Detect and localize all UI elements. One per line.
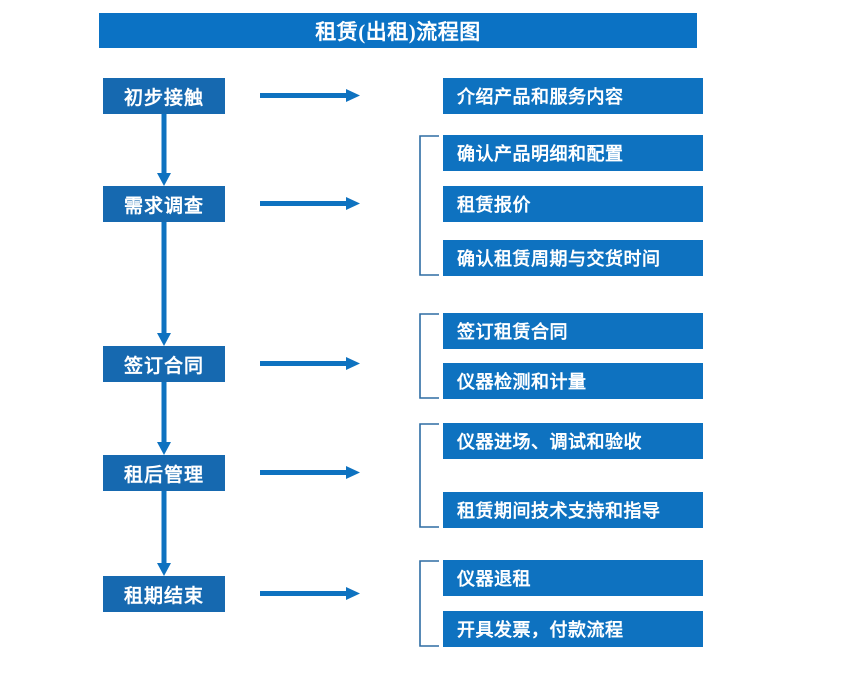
- detail-box-label: 仪器退租: [457, 569, 531, 589]
- arrow-right-5: [260, 586, 360, 602]
- arrow-down-2: [156, 222, 172, 346]
- detail-box[interactable]: 开具发票，付款流程: [443, 611, 703, 647]
- detail-box-label: 仪器检测和计量: [457, 372, 587, 392]
- stage-box-label: 签订合同: [123, 355, 204, 377]
- arrow-down-3: [156, 382, 172, 455]
- arrow-down-4: [156, 491, 172, 576]
- stage-box[interactable]: 需求调查: [103, 186, 225, 222]
- stage-box-label: 租期结束: [123, 585, 204, 607]
- stage-box[interactable]: 签订合同: [103, 346, 225, 382]
- detail-box[interactable]: 租赁报价: [443, 186, 703, 222]
- bracket-group-3: [417, 313, 441, 399]
- arrow-right-1: [260, 88, 360, 104]
- detail-box-label: 租赁报价: [457, 195, 531, 215]
- detail-box[interactable]: 租赁期间技术支持和指导: [443, 492, 703, 528]
- stage-box-label: 初步接触: [123, 87, 204, 109]
- bracket-group-2: [417, 135, 441, 276]
- detail-box-label: 签订租赁合同: [457, 322, 568, 342]
- detail-box[interactable]: 仪器进场、调试和验收: [443, 423, 703, 459]
- arrow-right-2: [260, 196, 360, 212]
- detail-box[interactable]: 签订租赁合同: [443, 313, 703, 349]
- arrow-right-3: [260, 356, 360, 372]
- bracket-group-4: [417, 423, 441, 528]
- detail-box[interactable]: 确认产品明细和配置: [443, 135, 703, 171]
- detail-box-label: 仪器进场、调试和验收: [457, 432, 642, 452]
- detail-box[interactable]: 仪器退租: [443, 560, 703, 596]
- arrow-down-1: [156, 114, 172, 186]
- stage-box-label: 租后管理: [123, 464, 204, 486]
- detail-box-label: 介绍产品和服务内容: [457, 87, 624, 107]
- stage-box-label: 需求调查: [123, 195, 204, 217]
- stage-box[interactable]: 租后管理: [103, 455, 225, 491]
- detail-box[interactable]: 确认租赁周期与交货时间: [443, 240, 703, 276]
- bracket-group-5: [417, 560, 441, 647]
- stage-box[interactable]: 租期结束: [103, 576, 225, 612]
- page-title: 租赁(出租)流程图: [99, 13, 697, 48]
- arrow-right-4: [260, 465, 360, 481]
- detail-box-label: 开具发票，付款流程: [457, 620, 624, 640]
- detail-box-label: 租赁期间技术支持和指导: [457, 501, 661, 521]
- detail-box[interactable]: 介绍产品和服务内容: [443, 78, 703, 114]
- stage-box[interactable]: 初步接触: [103, 78, 225, 114]
- detail-box-label: 确认租赁周期与交货时间: [457, 249, 661, 269]
- detail-box[interactable]: 仪器检测和计量: [443, 363, 703, 399]
- detail-box-label: 确认产品明细和配置: [457, 144, 624, 164]
